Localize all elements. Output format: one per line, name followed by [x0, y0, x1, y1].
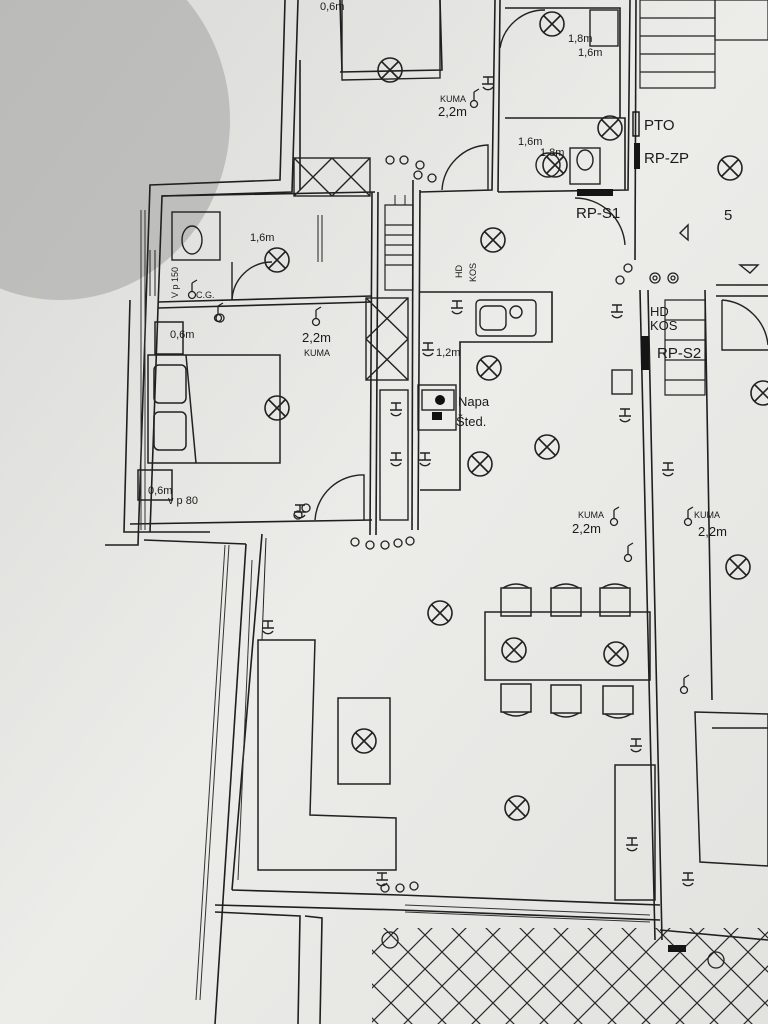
label-room-5: 5: [724, 207, 732, 224]
upper-bed: [341, 0, 441, 81]
cabinet: [614, 764, 656, 901]
label-kuma-r1: KUMA: [578, 510, 604, 520]
bed: [137, 321, 281, 501]
label-h-16c: 1,6m: [250, 232, 274, 244]
label-h-18b: 1,8m: [540, 147, 564, 159]
label-h-22-bed: 2,2m: [302, 330, 331, 345]
distribution-panels: [577, 111, 686, 952]
terrace-tiles: [372, 928, 768, 1024]
label-h-16a: 1,6m: [578, 47, 602, 59]
label-kuma-top: KUMA: [440, 94, 466, 104]
rails: [149, 195, 406, 641]
bathroom-fixtures: [171, 9, 619, 261]
label-kos: KOS: [468, 263, 478, 282]
kitchen: [379, 299, 633, 521]
coffee-table: [337, 697, 391, 785]
walls: [105, 0, 768, 1024]
label-h-06b: 0,6m: [148, 485, 172, 497]
stairs-mid: [384, 204, 706, 396]
label-cg: C.G.: [196, 290, 215, 300]
label-hd: HD: [454, 265, 464, 278]
label-h-18: 1,8m: [568, 33, 592, 45]
label-kos-2: KOS: [650, 318, 678, 333]
label-pv: v p 80: [168, 495, 198, 507]
label-h-12: 1,2m: [436, 347, 460, 359]
label-h-22-top: 2,2m: [438, 104, 467, 119]
label-h-22-r2: 2,2m: [698, 524, 727, 539]
label-rp-zp: RP-ZP: [644, 150, 689, 167]
label-h-16b: 1,6m: [518, 136, 542, 148]
wall-hatch: [140, 210, 651, 1001]
label-rp-s2: RP-S2: [657, 345, 701, 362]
shafts: [293, 157, 409, 381]
label-sted: Šted.: [456, 414, 486, 429]
label-kuma-r2: KUMA: [694, 510, 720, 520]
sofa: [257, 639, 397, 871]
arrows: [678, 223, 760, 274]
stairs-top: [639, 0, 768, 89]
switch-clusters: [215, 155, 725, 969]
dining-table: [484, 611, 651, 681]
label-pto: PTO: [644, 117, 675, 134]
label-h-22-r1: 2,2m: [572, 521, 601, 536]
label-hd-2: HD: [650, 304, 669, 319]
doors: [231, 9, 768, 521]
label-napa: Napa: [458, 394, 490, 409]
label-kuma-bed: KUMA: [304, 348, 330, 358]
label-v150: V p 150: [170, 267, 180, 298]
label-h-06a: 0,6m: [170, 329, 194, 341]
labels: 0,6m 1,8m 1,6m 1,6m 1,8m 1,6m KUMA 2,2m …: [148, 1, 732, 539]
label-h-top: 0,6m: [320, 1, 344, 13]
adjacent-sofa: [694, 711, 768, 867]
label-rp-s1: RP-S1: [576, 205, 620, 222]
